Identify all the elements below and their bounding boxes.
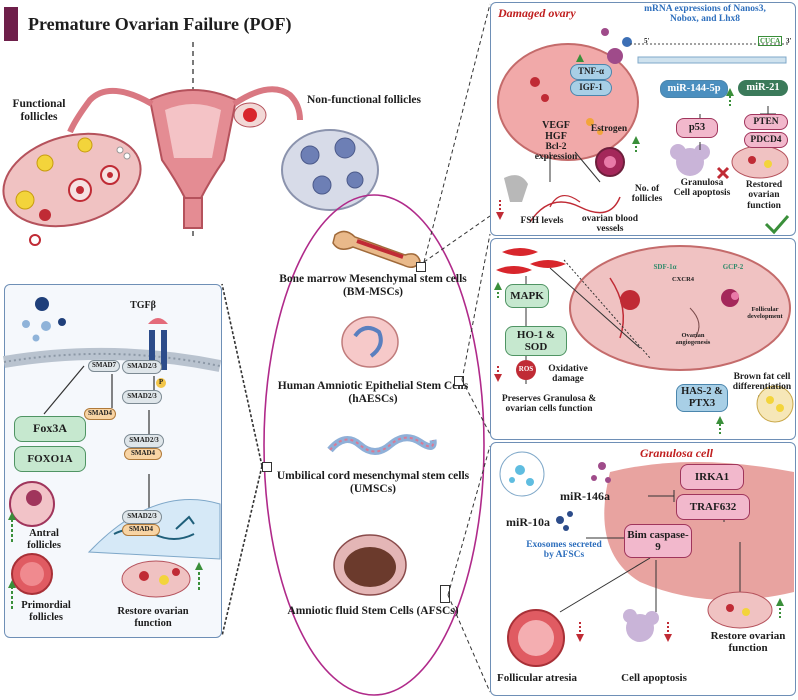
traf-pill: TRAF632	[676, 494, 750, 520]
estrogen-label: Estrogen	[590, 124, 628, 134]
tgfb-label: TGFβ	[130, 300, 156, 311]
restore-label-right: Restore ovarian function	[710, 630, 786, 655]
apoptosis-label: Cell apoptosis	[621, 672, 687, 684]
brown-label: Brown fat cell differentiation	[732, 372, 792, 393]
smad23-pill-1: SMAD2/3	[122, 360, 162, 374]
p53-pill: p53	[676, 118, 718, 138]
ho1-pill: HO-1 & SOD	[505, 326, 567, 356]
vessels-label: ovarian blood vessels	[581, 214, 639, 235]
restore-label-left: Restore ovarian function	[117, 606, 189, 630]
smad23-pill-3: SMAD2/3	[124, 434, 164, 448]
has2-pill: HAS-2 & PTX3	[676, 384, 728, 412]
tnf-pill: TNF-α	[570, 64, 612, 80]
left-ovary	[2, 132, 142, 228]
stem-cell-bm: Bone marrow Mesenchymal stem cells (BM-M…	[279, 273, 467, 299]
nf-follicle-2	[334, 137, 356, 159]
nofoll-label: No. of follicles	[631, 184, 663, 205]
stem-cell-umsc: Umbilical cord mesenchymal stem cells (U…	[276, 470, 470, 496]
granulosa-apop-label: Granulosa Cell apoptosis	[673, 178, 731, 199]
damaged-title: Damaged ovary	[498, 6, 576, 20]
sdf-label: SDF-1α	[653, 263, 677, 271]
uterus-inner	[165, 104, 221, 158]
nonfunctional-label: Non-functional follicles	[306, 94, 422, 106]
connector-square-4	[440, 585, 450, 603]
nf-follicle-4	[346, 171, 364, 189]
stem-cell-hae: Human Amniotic Epithelial Stem Cells (hA…	[277, 380, 469, 406]
mir21-pill: miR-21	[738, 80, 788, 96]
vegf-label: VEGF	[542, 120, 570, 131]
foxo1a-pill: FOXO1A	[14, 446, 86, 472]
foll-dev-label: Follicular development	[747, 306, 783, 321]
follicle-yellow-2	[36, 154, 54, 172]
smad23-pill-4: SMAD2/3	[122, 510, 162, 524]
functional-label: Functional follicles	[12, 98, 66, 124]
bim-pill: Bim caspase-9	[624, 524, 692, 558]
bone-icon	[332, 230, 421, 268]
mir10-label: miR-10a	[506, 515, 550, 529]
stem-cell-ellipse	[263, 194, 485, 696]
oxid-label: Oxidative damage	[548, 364, 588, 385]
cxcr4-label: CXCR4	[671, 276, 695, 283]
irka1-pill: IRKA1	[680, 464, 744, 490]
cord-icon	[327, 434, 437, 455]
exo-label: Exosomes secreted by AFSCs	[526, 540, 602, 561]
pdcd4-pill: PDCD4	[744, 132, 788, 148]
gcp2-label: GCP-2	[722, 263, 744, 271]
bcl2-label: Bcl-2 expression	[534, 142, 578, 163]
atresia-label: Follicular atresia	[497, 672, 577, 684]
p-badge-1: P	[156, 378, 166, 388]
smad23-pill-2: SMAD2/3	[122, 390, 162, 404]
embryo-icon	[341, 316, 399, 368]
smad4-pill-1: SMAD4	[84, 408, 116, 420]
smad4-pill-2: SMAD4	[124, 448, 162, 460]
strand-5-label: 5'	[644, 37, 650, 45]
title-accent-bar	[4, 7, 18, 41]
gran-graphics	[499, 451, 794, 667]
strand-3-label: 3'	[786, 37, 792, 45]
follicle-yellow-3	[77, 137, 93, 153]
pten-pill: PTEN	[744, 114, 788, 130]
title-block: Premature Ovarian Failure (POF)	[4, 6, 291, 42]
connector-square-2	[454, 376, 464, 386]
follicle-yellow-1	[15, 190, 35, 210]
cervix	[183, 197, 203, 229]
igf-pill: IGF-1	[570, 80, 612, 96]
right-tube	[232, 86, 303, 121]
cuca-label: CUCA	[758, 36, 783, 46]
fetus-icon	[333, 534, 407, 596]
stem-cell-afsc: Amniotic fluid Stem Cells (AFSCs)	[287, 605, 459, 617]
preserve-label: Preserves Granulosa & ovarian cells func…	[501, 394, 597, 415]
mir146-label: miR-146a	[560, 489, 610, 503]
gran-title: Granulosa cell	[640, 446, 714, 460]
nf-follicle-1	[300, 145, 320, 165]
smad7-pill: SMAD7	[88, 360, 120, 372]
smad4-pill-3: SMAD4	[122, 524, 160, 536]
follicle-red-3	[39, 209, 51, 221]
ros-label: ROS	[518, 365, 534, 373]
connector-square-1	[416, 262, 426, 272]
hgf-label: HGF	[545, 131, 567, 142]
mid-graphics	[494, 245, 794, 434]
mir144-pill: miR-144-5p	[660, 80, 728, 98]
mapk-pill: MAPK	[505, 284, 549, 308]
left-tube	[67, 87, 154, 134]
page-title: Premature Ovarian Failure (POF)	[28, 13, 292, 34]
nf-follicle-3	[312, 175, 332, 195]
primordial-label: Primordial follicles	[21, 600, 71, 624]
antral-label: Antral follicles	[27, 528, 61, 552]
mrna-label: mRNA expressions of Nanos3, Nobox, and L…	[644, 4, 766, 25]
angio-label: Ovarian angiogenesis	[675, 332, 711, 347]
restored-label: Restored ovarian function	[745, 180, 783, 211]
red-spot	[243, 108, 257, 122]
uterus-illustration	[2, 42, 379, 246]
fox3a-pill: Fox3A	[14, 416, 86, 442]
fsh-label: FSH levels	[520, 216, 564, 226]
